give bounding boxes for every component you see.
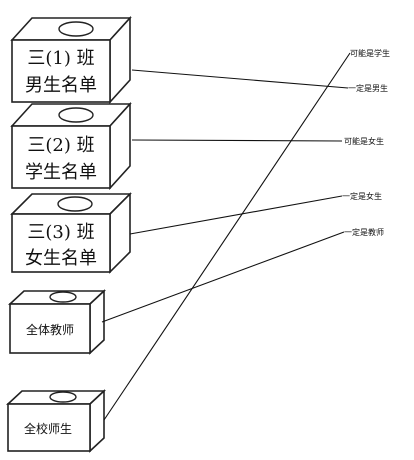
- box-class-3-1-boys[interactable]: 三(1) 班 男生名单: [10, 15, 132, 105]
- box-line1: 三(2) 班: [27, 135, 94, 156]
- box-line2: 男生名单: [25, 75, 97, 96]
- box-hole-icon: [49, 291, 77, 303]
- label-maybe-girl: 可能是女生: [344, 136, 384, 146]
- connector-line: [129, 195, 343, 235]
- box-line1: 全体教师: [26, 322, 74, 337]
- box-all-teachers-and-students[interactable]: 全校师生: [5, 389, 107, 453]
- box-class-3-3-girls[interactable]: 三(3) 班 女生名单: [10, 192, 132, 274]
- box-hole-icon: [58, 107, 94, 123]
- label-maybe-student: 可能是学生: [350, 48, 390, 58]
- connector-line: [131, 69, 349, 89]
- box-class-3-2-students[interactable]: 三(2) 班 学生名单: [10, 101, 132, 191]
- label-definitely-girl: 一定是女生: [342, 191, 382, 201]
- box-line2: 女生名单: [25, 248, 97, 269]
- box-line1: 三(1) 班: [27, 48, 94, 69]
- connector-line: [103, 52, 351, 421]
- label-definitely-boy: 一定是男生: [348, 83, 388, 93]
- connector-line: [101, 231, 345, 323]
- box-hole-icon: [57, 196, 93, 212]
- box-line1: 全校师生: [24, 421, 72, 436]
- box-hole-icon: [58, 21, 94, 37]
- box-line2: 学生名单: [25, 162, 97, 183]
- box-line1: 三(3) 班: [27, 222, 94, 243]
- label-definitely-teacher: 一定是教师: [344, 227, 384, 237]
- box-all-teachers[interactable]: 全体教师: [7, 289, 107, 355]
- connector-line: [131, 139, 343, 142]
- box-hole-icon: [49, 391, 77, 403]
